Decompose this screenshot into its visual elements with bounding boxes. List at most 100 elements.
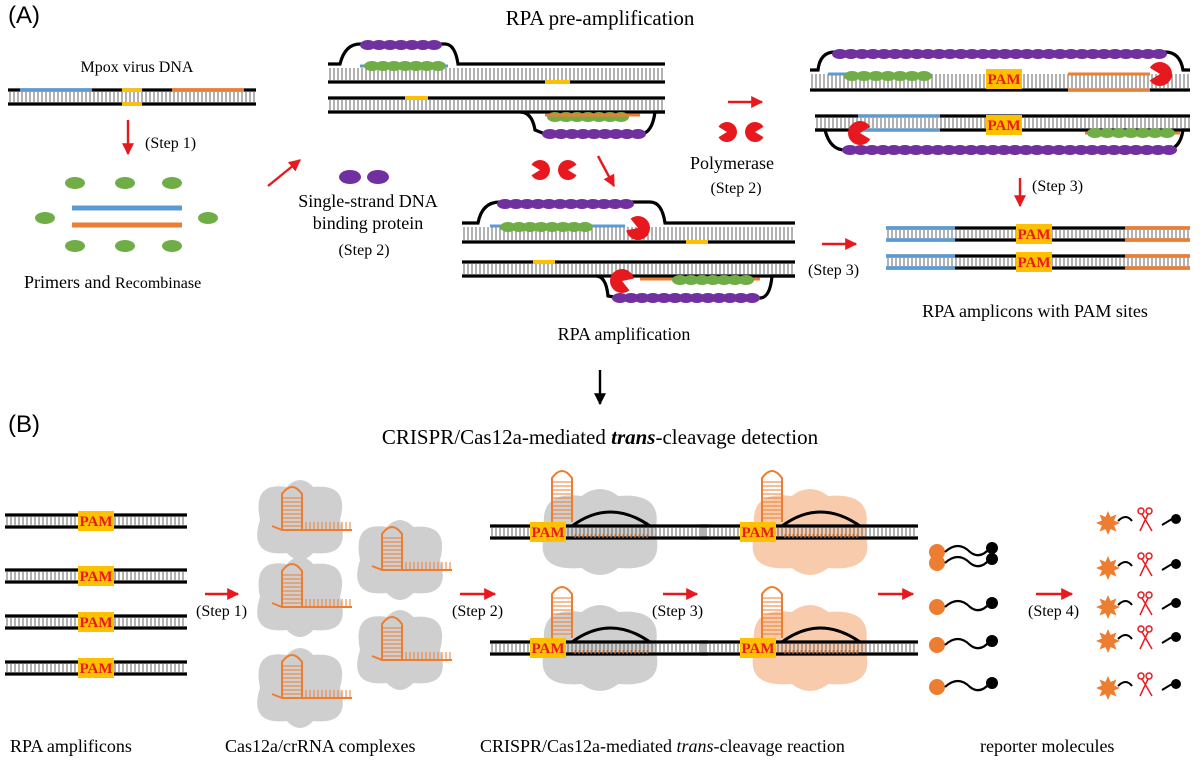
fluorescent-burst [1096,511,1120,535]
cas12a-cloud [357,610,443,690]
reporter-molecule-2 [929,553,998,571]
active-complex-1: PAM [700,470,918,575]
pam-text: PAM [79,569,112,585]
polymerase-icon [531,160,550,180]
pam-text: PAM [741,525,774,541]
pam-box [78,658,114,678]
crrna-hairpin [381,526,403,570]
polymerase-icon [718,122,737,142]
reporter-molecule-1 [929,542,998,560]
ssb-step-label: (Step 2) [338,242,390,259]
pam-text: PAM [79,514,112,530]
fluorescent-burst [1096,676,1120,700]
caption-reaction: CRISPR/Cas12a-mediated trans-cleavage re… [480,736,845,756]
ssb-protein-icon [339,170,389,184]
pam-box [740,638,776,658]
pam-text: PAM [987,118,1020,134]
pam-box [986,115,1022,135]
cleaved-reporter-3 [1096,591,1181,619]
pam-box [530,522,566,542]
polymerase-pair-right [718,122,764,142]
extension-complex-top: PAM [810,49,1190,92]
scissors-icon [1137,672,1145,680]
scissors-icon [1137,507,1145,515]
scissors-icon [1137,625,1145,633]
caption-reporter: reporter molecules [980,736,1115,756]
primers-recombinase [35,177,218,252]
cas12a-crrna-complex-4 [357,610,452,690]
caption-complexes: Cas12a/crRNA complexes [225,736,416,756]
polymerase-pair-middle [531,160,577,180]
pam-box [986,69,1022,89]
polymerase-icon [626,215,651,240]
step3-label-b: (Step 3) [652,603,704,620]
cleaved-reporter-5 [1096,672,1181,700]
panel-b-amplicon-3: PAM [5,612,187,632]
polymerase-step-label: (Step 2) [710,180,762,197]
crrna-hairpin [761,470,783,522]
pam-text: PAM [987,72,1020,88]
crrna-hairpin [281,563,303,607]
crrna-hairpin [551,586,573,638]
polymerase-icon [745,122,764,142]
rpa-strand-invasion-bottom [328,96,665,139]
pam-text: PAM [531,641,564,657]
mpox-dna-strand [8,88,256,106]
rpa-strand-invasion-top [328,40,665,84]
pam-box [1016,224,1052,244]
panel-a-label: (A) [8,2,40,29]
extension-complex-bottom: PAM [815,114,1190,155]
pam-box [78,612,114,632]
step2-label-b: (Step 2) [452,603,504,620]
pam-box [78,566,114,586]
panel-b-title: CRISPR/Cas12a-mediated trans-cleavage de… [381,425,819,449]
rpa-amplification-bottom [462,260,795,303]
virus-dna-label: Mpox virus DNA [80,59,194,76]
polymerase-icon [610,269,634,293]
rpa-amplicon-1: PAM [886,224,1190,244]
pam-box [530,638,566,658]
panel-b-amplicon-1: PAM [5,511,187,531]
ssb-label-line2: binding protein [312,213,424,233]
fluorescent-burst [1096,556,1120,580]
pam-box [78,511,114,531]
pam-box [1016,252,1052,272]
step3-label-right: (Step 3) [1032,178,1084,195]
caption-amplicons: RPA amplificons [10,736,132,756]
pam-text: PAM [1017,255,1050,271]
pam-text: PAM [531,525,564,541]
polymerase-icon [1149,62,1172,87]
reporter-molecule-5 [929,677,998,695]
scissors-icon [1137,591,1145,599]
crrna-hairpin [761,586,783,638]
cas12a-crrna-complex-2 [357,520,452,600]
cas12a-cloud [257,648,343,728]
cleaved-reporter-1 [1096,507,1181,535]
crrna-hairpin [551,470,573,522]
active-complex-2: PAM [700,586,918,691]
crrna-hairpin [381,616,403,660]
cas12a-crrna-complex-3 [257,557,352,637]
step1-label-a: (Step 1) [145,135,197,152]
reporter-molecule-4 [929,635,998,653]
step1-label-b: (Step 1) [196,603,248,620]
panel-b-amplicon-4: PAM [5,658,187,678]
reporter-molecule-3 [929,597,998,615]
pam-box [740,522,776,542]
step4-label-b: (Step 4) [1028,603,1080,620]
fluorescent-burst [1096,629,1120,653]
panel-a-title: RPA pre-amplification [505,6,695,30]
step3-label-left: (Step 3) [808,262,860,279]
cas12a-crrna-complex-1 [257,480,352,560]
arrow-to-rpa-amp [596,155,616,188]
pam-text: PAM [1017,227,1050,243]
binding-complex-1: PAM [490,470,708,575]
cas12a-cloud [257,480,343,560]
polymerase-label: Polymerase [690,153,774,173]
polymerase-icon [558,160,577,180]
cleaved-reporter-2 [1096,552,1181,580]
cas12a-cloud [357,520,443,600]
crrna-hairpin [281,486,303,530]
